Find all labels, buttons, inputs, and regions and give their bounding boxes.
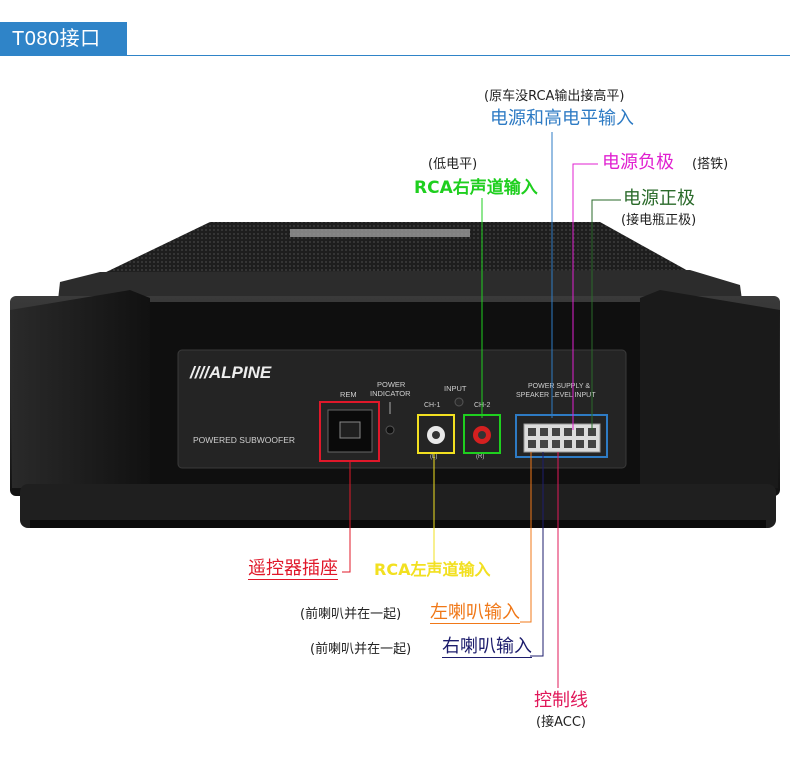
leader-remote-socket bbox=[342, 461, 351, 573]
high-level-note: (原车没RCA输出接高平) bbox=[484, 89, 625, 104]
rca-left-label: RCA左声道输入 bbox=[374, 560, 491, 579]
rca-left-jack-core bbox=[432, 431, 440, 439]
leader-right-speaker bbox=[530, 452, 544, 657]
high-level-label: 电源和高电平输入 bbox=[490, 108, 634, 129]
control-wire-note: (接ACC) bbox=[536, 715, 586, 730]
rem-port-slot bbox=[339, 421, 361, 439]
left-speaker-label: 左喇叭输入 bbox=[430, 602, 520, 624]
low-level-note: (低电平) bbox=[428, 157, 478, 172]
title-underline bbox=[127, 55, 790, 56]
leader-rca-left bbox=[432, 453, 435, 573]
side-panel-left bbox=[10, 290, 150, 488]
model-label: POWERED SUBWOOFER bbox=[193, 435, 295, 445]
input-knob bbox=[454, 397, 464, 407]
face-plate bbox=[177, 349, 627, 469]
top-emblem bbox=[290, 229, 470, 237]
front-right-note: (前喇叭并在一起) bbox=[310, 642, 412, 657]
power-negative-label: 电源负极 bbox=[602, 152, 674, 173]
ch1-label: CH-1 bbox=[424, 402, 440, 409]
power-highlight-box bbox=[515, 414, 608, 458]
input-label: INPUT bbox=[444, 384, 467, 393]
right-speaker-label: 右喇叭输入 bbox=[442, 636, 532, 658]
rem-label: REM bbox=[340, 390, 357, 399]
control-wire-label: 控制线 bbox=[534, 690, 588, 711]
brand-logo: ////ALPINE bbox=[189, 363, 272, 382]
front-left-note: (前喇叭并在一起) bbox=[300, 607, 402, 622]
power-supply-label-2: SPEAKER LEVEL INPUT bbox=[516, 392, 596, 399]
base-shadow bbox=[30, 520, 766, 528]
power-connector bbox=[523, 423, 601, 453]
power-supply-label-1: POWER SUPPLY & bbox=[528, 383, 590, 390]
rca-right-label: RCA右声道输入 bbox=[414, 178, 538, 198]
power-negative-note: (搭铁) bbox=[692, 157, 729, 172]
leader-power-negative bbox=[572, 163, 598, 430]
power-positive-label: 电源正极 bbox=[623, 188, 695, 209]
body-upper bbox=[58, 270, 742, 300]
power-positive-note: (接电瓶正极) bbox=[621, 213, 697, 228]
rca-right-jack-core bbox=[478, 431, 486, 439]
rca-left-highlight-box bbox=[417, 414, 455, 454]
power-indicator-label-1: POWER bbox=[377, 380, 406, 389]
title-badge: T080接口 bbox=[0, 22, 127, 56]
remote-socket-label: 遥控器插座 bbox=[248, 558, 338, 580]
power-indicator-led bbox=[385, 425, 395, 435]
power-connector-pins bbox=[528, 428, 596, 448]
side-panel-right bbox=[640, 290, 780, 488]
power-indicator-label-2: INDICATOR bbox=[370, 389, 411, 398]
leader-left-speaker bbox=[520, 452, 532, 623]
rca-right-tag: (R) bbox=[476, 454, 484, 460]
leader-power-positive bbox=[591, 199, 621, 430]
top-grille bbox=[100, 222, 690, 275]
base-rim bbox=[20, 484, 776, 528]
